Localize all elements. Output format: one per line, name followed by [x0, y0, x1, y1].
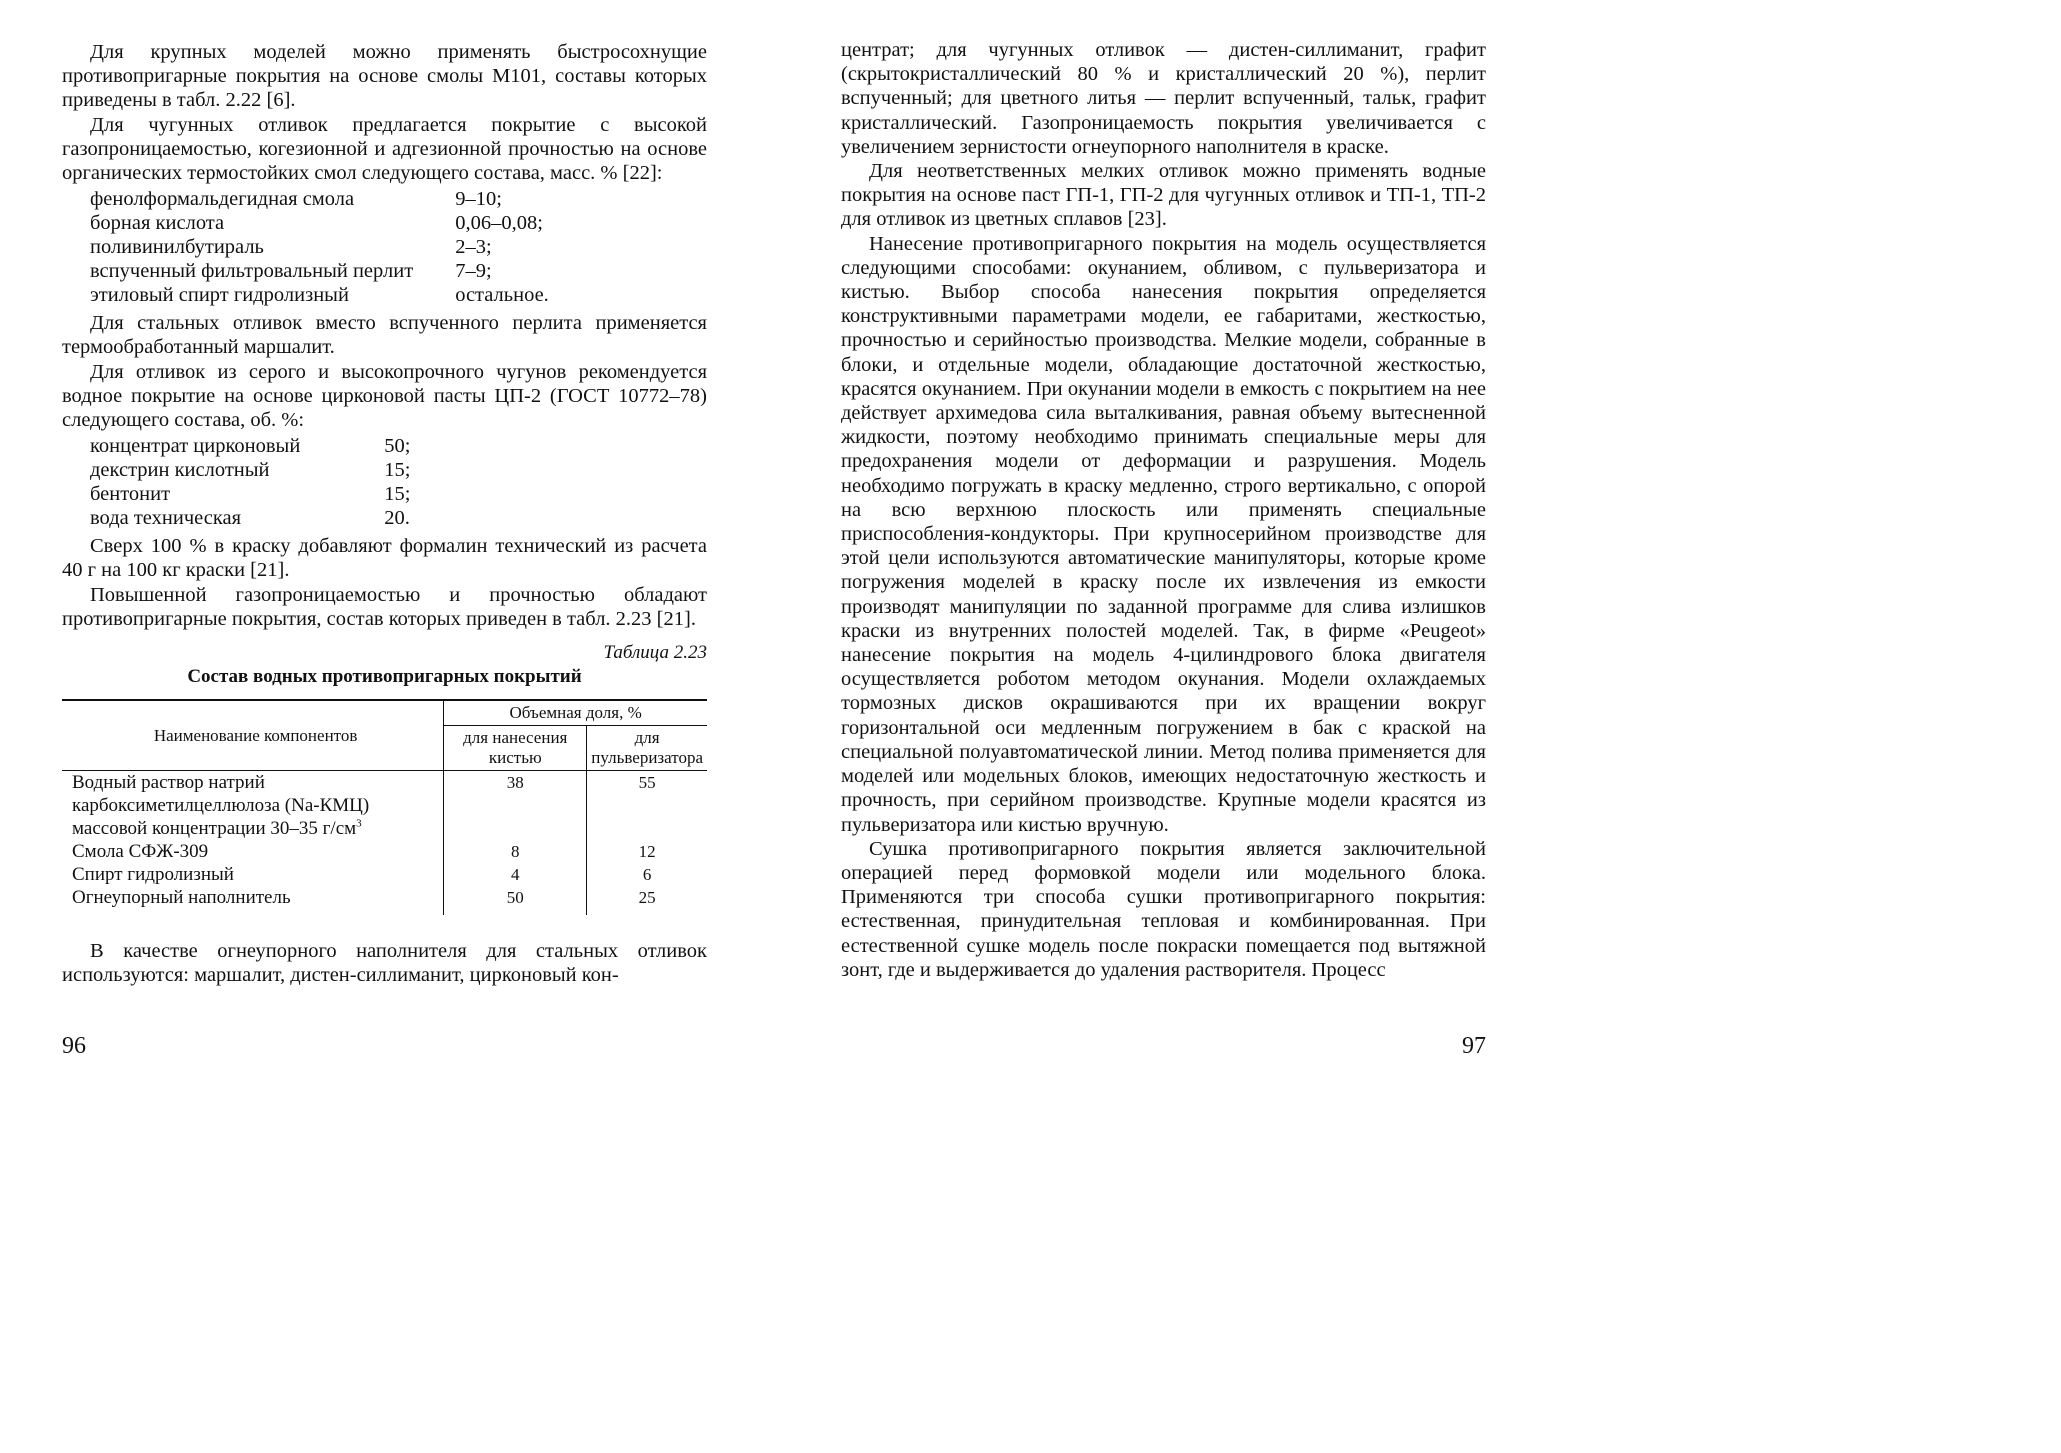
list-item: этиловый спирт гидролизный остальное. [90, 283, 549, 307]
table-row: Огнеупорный наполнитель 50 25 [62, 886, 707, 916]
left-page: Для крупных моделей можно применять быст… [62, 0, 707, 1094]
component-value: 2–3; [455, 236, 492, 259]
page-number: 96 [62, 1033, 86, 1059]
component-value: остальное. [455, 284, 549, 307]
header-col2: для пульверизатора [586, 725, 707, 771]
list-item: вспученный фильтровальный перлит 7–9; [90, 259, 549, 283]
paragraph: центрат; для чугунных отливок — дистен-с… [841, 39, 1486, 158]
component-value: 9–10; [455, 188, 502, 211]
right-page: центрат; для чугунных отливок — дистен-с… [841, 0, 1486, 1094]
component-name: борная кислота [90, 212, 225, 235]
component-name: фенолформальдегидная смола [90, 188, 355, 211]
row-value-1: 38 [443, 770, 587, 841]
paragraph: В качестве огнеупорного наполнителя для … [62, 940, 707, 987]
row-value-1: 8 [443, 840, 587, 864]
row-value-2: 6 [586, 863, 707, 887]
component-name: декстрин кислотный [90, 459, 270, 482]
component-name: поливинилбутираль [90, 236, 264, 259]
component-value: 15; [384, 459, 411, 482]
component-value: 15; [384, 483, 411, 506]
list-item: декстрин кислотный 15; [90, 458, 411, 482]
row-name: Огнеупорный наполнитель [72, 887, 291, 909]
paragraph: Для неответственных мелких отливок можно… [841, 160, 1486, 231]
paragraph: Сверх 100 % в краску добавляют формалин … [62, 535, 707, 582]
row-name: Смола СФЖ-309 [72, 841, 209, 863]
page-number: 97 [1462, 1033, 1486, 1059]
table-row: Смола СФЖ-309 8 12 [62, 840, 707, 864]
composition-list-1: фенолформальдегидная смола 9–10; борная к… [90, 187, 549, 307]
list-item: бентонит 15; [90, 482, 411, 506]
paragraph: Для крупных моделей можно применять быст… [62, 41, 707, 112]
header-col1: для нанесения кистью [443, 725, 587, 771]
paragraph: Нанесение противопригарного покрытия на … [841, 232, 1486, 836]
table-row: Водный раствор натрий карбоксиметилцеллю… [62, 770, 707, 841]
table-caption: Таблица 2.23 [603, 642, 707, 664]
component-name: вода техническая [90, 507, 242, 530]
component-value: 7–9; [455, 260, 492, 283]
paragraph: Для стальных отливок вместо вспученного … [62, 312, 707, 359]
row-name: Спирт гидролизный [72, 864, 234, 886]
list-item: концентрат цирконовый 50; [90, 434, 411, 458]
paragraph: Сушка противопригарного покрытия являетс… [841, 837, 1486, 981]
component-name: концентрат цирконовый [90, 435, 301, 458]
row-value-2: 55 [586, 770, 707, 841]
row-value-2: 12 [586, 840, 707, 864]
table-title: Состав водных противопригарных покрытий [187, 666, 582, 688]
header-name: Наименование компонентов [153, 725, 358, 745]
list-item: вода техническая 20. [90, 506, 411, 530]
list-item: борная кислота 0,06–0,08; [90, 211, 549, 235]
component-name: бентонит [90, 483, 171, 506]
paragraph: Для отливок из серого и высокопрочного ч… [62, 360, 707, 432]
component-value: 50; [384, 435, 411, 458]
row-value-2: 25 [586, 886, 707, 916]
list-item: фенолформальдегидная смола 9–10; [90, 187, 549, 211]
row-value-1: 50 [443, 886, 587, 916]
component-value: 20. [384, 507, 410, 530]
composition-table: Наименование компонентов Объемная доля, … [62, 699, 707, 916]
paragraph: Повышенной газопроницаемостью и прочност… [62, 583, 707, 630]
row-value-1: 4 [443, 863, 587, 887]
component-name: этиловый спирт гидролизный [90, 284, 349, 307]
list-item: поливинилбутираль 2–3; [90, 235, 549, 259]
header-group: Объемная доля, % [443, 700, 707, 727]
paragraph: Для чугунных отливок предлагается покрыт… [62, 113, 707, 185]
row-name: Водный раствор натрий карбоксиметилцеллю… [72, 772, 370, 840]
component-name: вспученный фильтровальный перлит [90, 260, 414, 283]
table-row: Спирт гидролизный 4 6 [62, 863, 707, 887]
composition-list-2: концентрат цирконовый 50; декстрин кислот… [90, 434, 411, 530]
component-value: 0,06–0,08; [455, 212, 543, 235]
